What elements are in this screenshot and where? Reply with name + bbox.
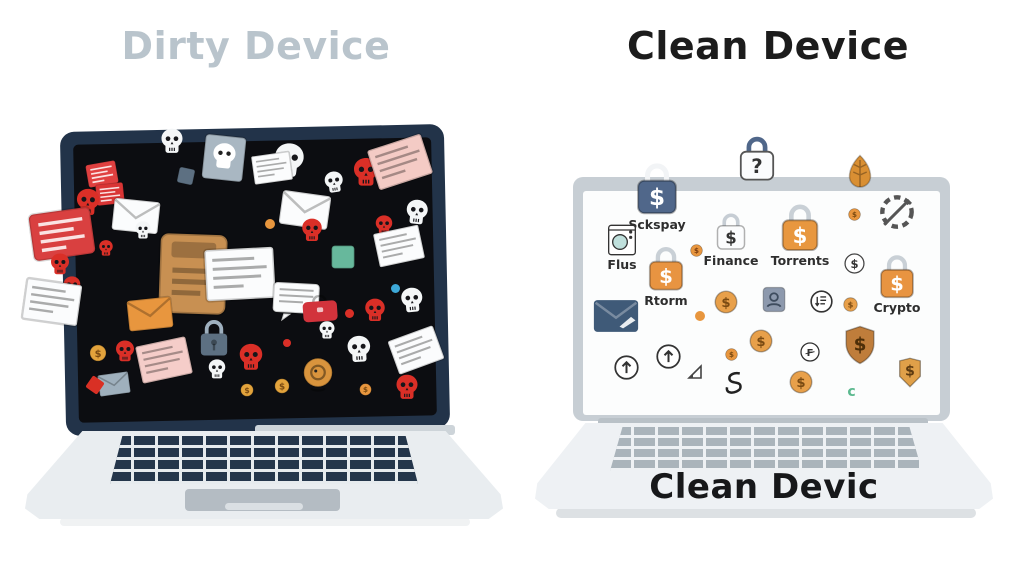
dirty-device-title: Dirty Device — [121, 24, 391, 68]
dirty-laptop-base — [25, 431, 503, 519]
clean-laptop-shadow — [556, 508, 976, 518]
clean-laptop-screen — [583, 191, 940, 415]
dirty-laptop-shadow — [60, 518, 470, 526]
dirty-laptop-screen — [73, 137, 437, 423]
clean-device-title: Clean Device — [626, 24, 910, 68]
dirty-laptop-lid — [59, 124, 451, 436]
dirty-laptop-hinge — [255, 425, 455, 435]
clean-laptop-lid — [573, 177, 950, 421]
clean-laptop-base: Clean Devic — [535, 423, 993, 509]
clean-laptop-keyboard — [610, 427, 922, 471]
dirty-laptop-notch — [225, 503, 303, 510]
clean-device-base-label: Clean Devic — [649, 467, 879, 507]
clean-laptop-hinge — [598, 418, 928, 426]
dirty-laptop-keyboard — [110, 436, 418, 484]
padlock-question-icon — [739, 133, 775, 183]
